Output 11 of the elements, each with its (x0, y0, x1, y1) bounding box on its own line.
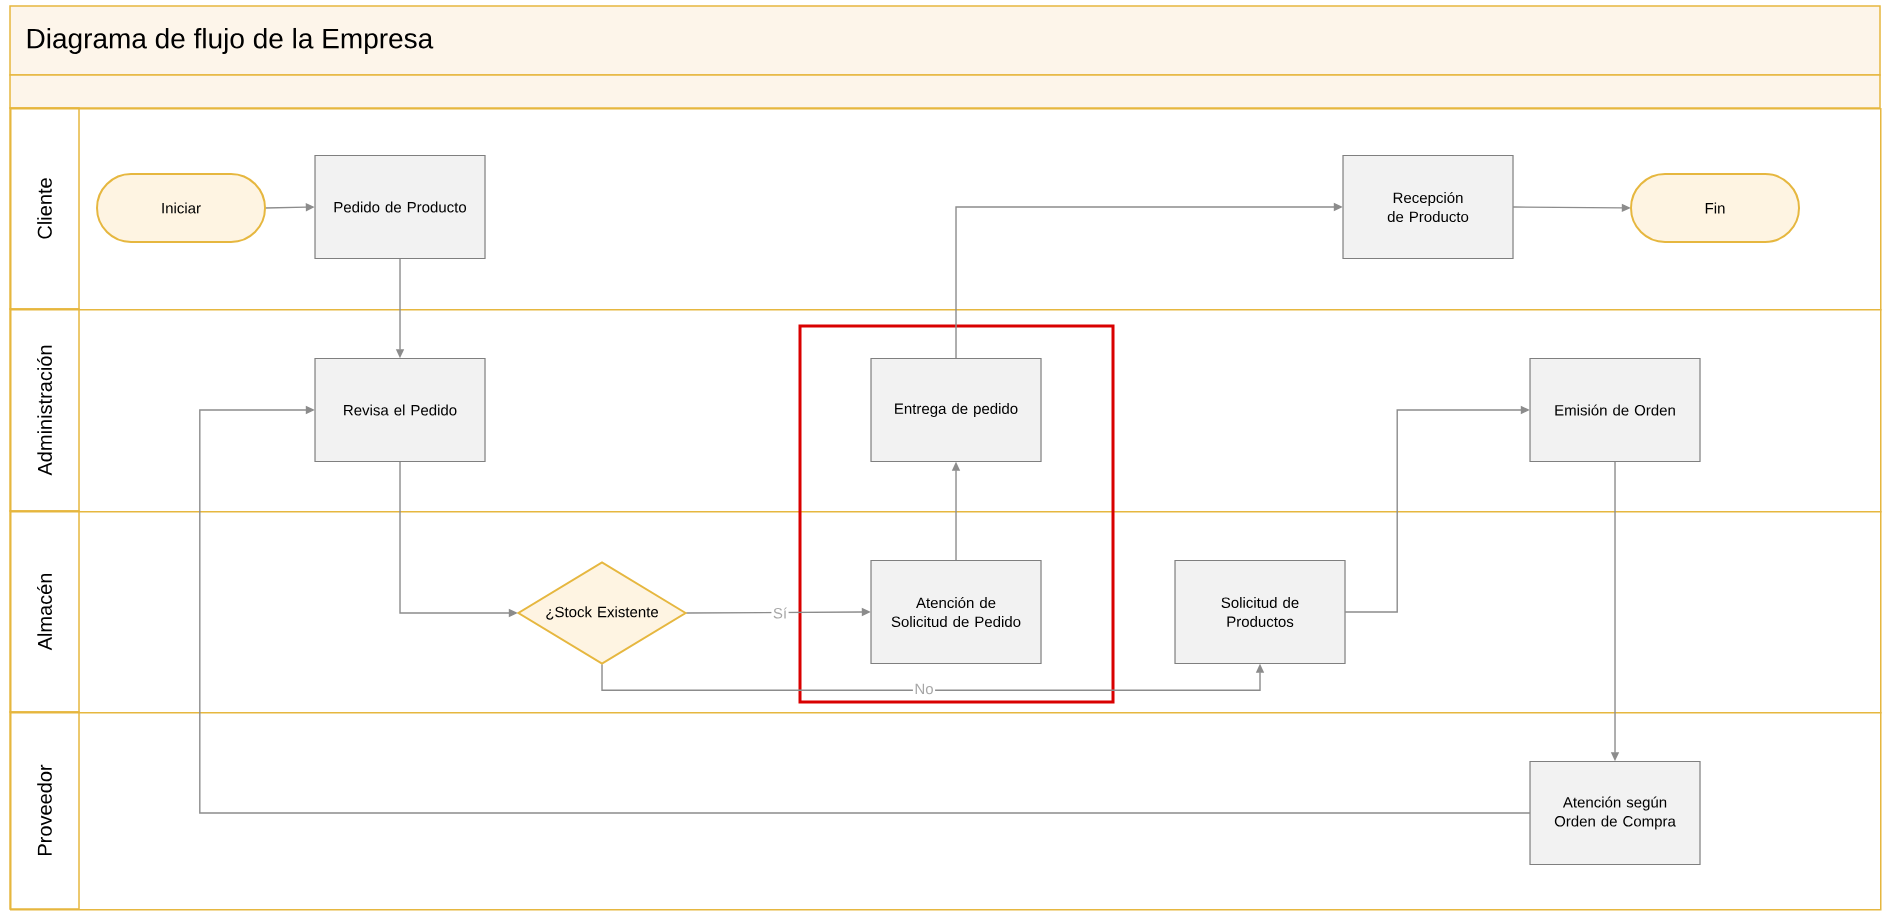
title: Diagrama de flujo de la Empresa (27, 27, 434, 55)
arrow (199, 405, 1531, 814)
process-box: Solicitud de Productos (1174, 559, 1346, 665)
process-box: Emisión de Orden (1529, 357, 1701, 463)
process-box: Recepción de Producto (1342, 154, 1514, 260)
process-box: Pedido de Producto (314, 154, 486, 260)
process-box: Atención de Solicitud de Pedido (870, 559, 1042, 665)
process-box: Atención según Orden de Compra (1529, 760, 1701, 866)
edge-label: No (912, 682, 936, 696)
process-box: Revisa el Pedido (314, 357, 486, 463)
process-box: Entrega de pedido (870, 357, 1042, 463)
